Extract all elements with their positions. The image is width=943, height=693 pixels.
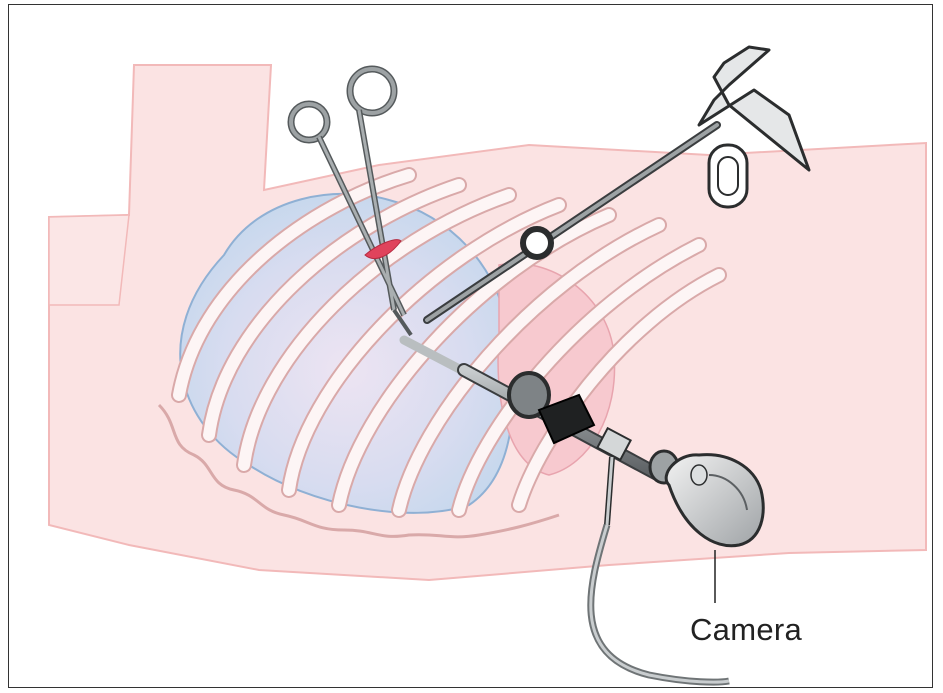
thoracoscopy-illustration [9,5,933,688]
patient-arm [49,215,129,305]
figure-frame: Camera [8,4,933,688]
camera-label: Camera [690,612,802,648]
